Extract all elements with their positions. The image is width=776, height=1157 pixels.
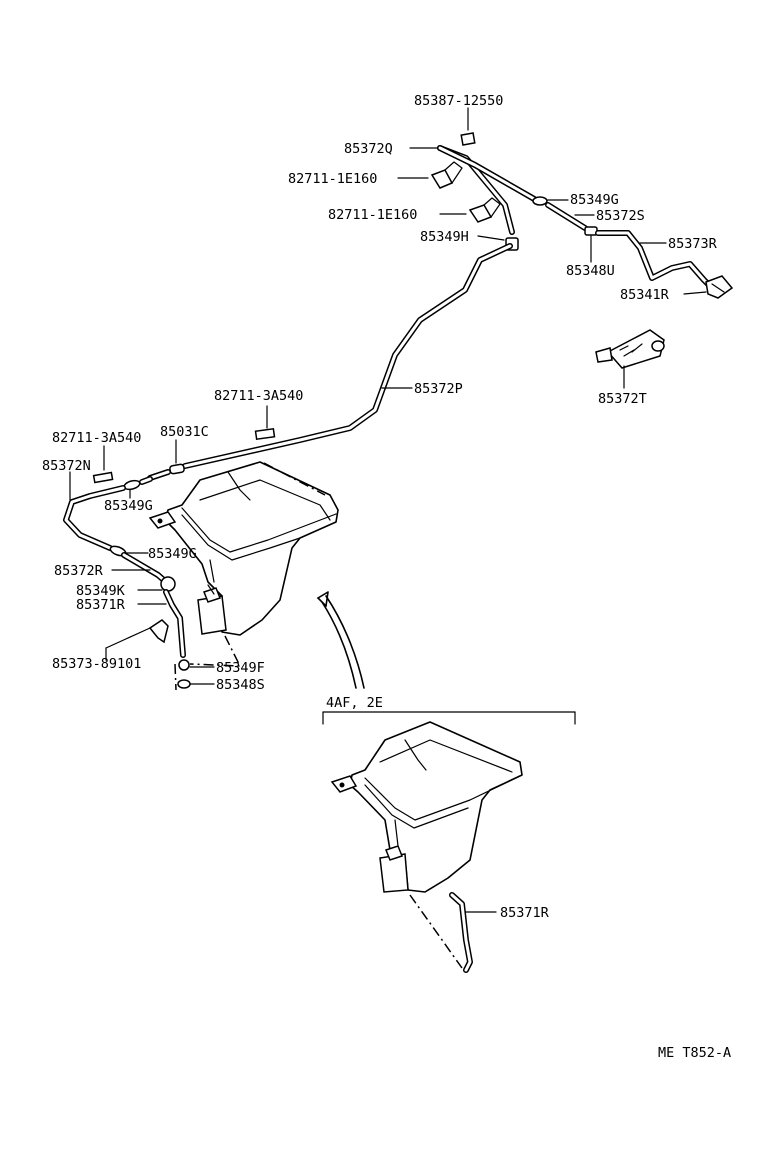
label-85349F: 85349F — [216, 660, 265, 676]
hose-85372N — [63, 471, 126, 551]
label-85372R: 85372R — [54, 563, 104, 579]
label-variant: 4AF, 2E — [326, 695, 383, 711]
label-85372S: 85372S — [596, 208, 645, 224]
view-arrow — [317, 591, 365, 689]
washer-tank-main — [148, 461, 339, 691]
clamp-82711-3A540-upper — [254, 405, 276, 441]
label-82711-3A540-left: 82711-3A540 — [52, 430, 141, 446]
right-hose-branch — [532, 196, 734, 299]
drawing-code: ME T852-A — [658, 1045, 731, 1061]
grommet-85348S — [177, 679, 215, 689]
label-85341R: 85341R — [620, 287, 670, 303]
washer-tank-variant — [330, 721, 523, 969]
label-85349K: 85349K — [76, 583, 126, 599]
label-85371R: 85371R — [76, 597, 126, 613]
label-85371R-variant: 85371R — [500, 905, 550, 921]
joint-85349G-left — [123, 476, 153, 499]
label-85349G-left: 85349G — [104, 498, 153, 514]
hose-85372P — [182, 243, 513, 469]
clamp-82711-1E160-upper — [397, 161, 463, 189]
clamp-82711-3A540-left — [92, 445, 114, 484]
label-82711-1E160-upper: 82711-1E160 — [288, 171, 377, 187]
valve-85349K — [137, 576, 186, 658]
clamp-85373-89101 — [105, 619, 169, 661]
label-85387-12550: 85387-12550 — [414, 93, 503, 109]
label-85349G-mid: 85349G — [148, 546, 197, 562]
label-85372T: 85372T — [598, 391, 647, 407]
label-85348U: 85348U — [566, 263, 615, 279]
hose-85372Q — [409, 145, 539, 235]
label-85349G-top: 85349G — [570, 192, 619, 208]
label-85372N: 85372N — [42, 458, 91, 474]
label-85373R: 85373R — [668, 236, 718, 252]
label-85372P: 85372P — [414, 381, 463, 397]
clamp-82711-1E160-lower — [439, 197, 501, 223]
label-82711-1E160-lower: 82711-1E160 — [328, 207, 417, 223]
connector-85031C — [147, 439, 185, 481]
label-85373-89101: 85373-89101 — [52, 656, 141, 672]
label-85349H: 85349H — [420, 229, 469, 245]
label-85031C: 85031C — [160, 424, 209, 440]
nozzle-85372T — [595, 329, 665, 389]
hose-85371R-variant — [449, 892, 497, 973]
label-85372Q: 85372Q — [344, 141, 393, 157]
label-85348S: 85348S — [216, 677, 265, 693]
variant-bracket — [322, 711, 576, 725]
label-82711-3A540-upper: 82711-3A540 — [214, 388, 303, 404]
grommet-85349F — [178, 659, 215, 671]
clip-85387-12550 — [460, 107, 476, 146]
